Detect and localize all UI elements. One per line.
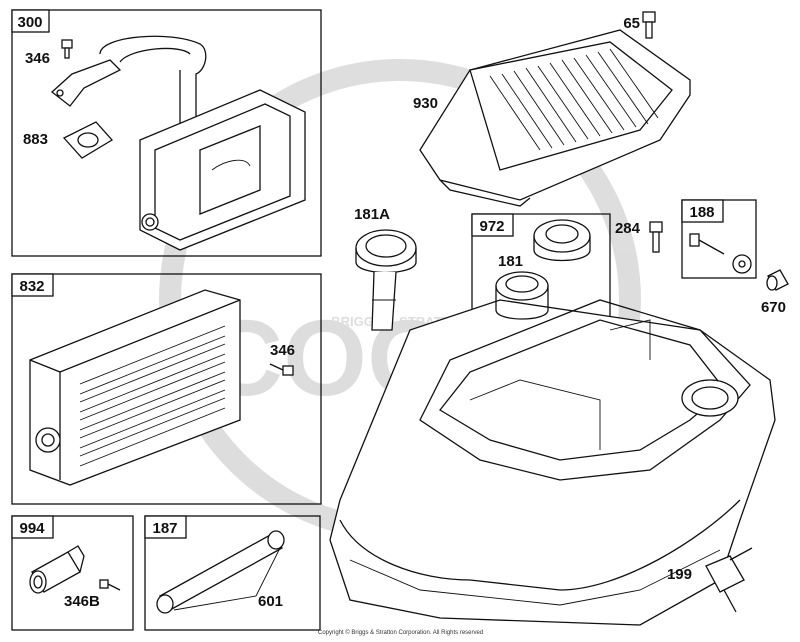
copyright-text: Copyright © Briggs & Stratton Corporatio… bbox=[318, 630, 484, 636]
callout-65: 65 bbox=[623, 15, 640, 32]
muffler-bracket bbox=[50, 59, 122, 107]
leader-601 bbox=[173, 547, 281, 611]
box-832-label: 832 bbox=[19, 278, 44, 295]
spark-arrester-994 bbox=[29, 545, 85, 594]
fuel-valve-199: 199 bbox=[667, 547, 753, 613]
box-187: 187 601 bbox=[144, 515, 321, 631]
callout-346-mid: 346 bbox=[270, 342, 295, 359]
callout-883: 883 bbox=[23, 131, 48, 148]
fuel-tank-shroud bbox=[329, 271, 776, 626]
muffler-guard bbox=[29, 289, 241, 486]
callout-284: 284 bbox=[615, 220, 641, 237]
box-832-guard: 832 346 bbox=[11, 273, 322, 505]
fuel-cap-181A: 181A bbox=[354, 206, 417, 331]
callout-181: 181 bbox=[498, 253, 523, 270]
callout-181A: 181A bbox=[354, 206, 390, 223]
box-300-muffler: 300 346 883 bbox=[11, 9, 322, 257]
box-972-label: 972 bbox=[479, 218, 504, 235]
box-188: 188 bbox=[681, 199, 757, 279]
exhaust-pipe bbox=[99, 35, 207, 160]
callout-346-top: 346 bbox=[25, 50, 50, 67]
box-188-label: 188 bbox=[689, 204, 714, 221]
muffler-body bbox=[139, 89, 306, 251]
fuel-line-187 bbox=[156, 530, 285, 614]
screw-346B bbox=[99, 579, 121, 591]
bolt-346-mid bbox=[269, 363, 294, 376]
fuel-cap-181 bbox=[533, 219, 591, 262]
callout-670: 670 bbox=[761, 299, 786, 316]
box-187-label: 187 bbox=[152, 520, 177, 537]
screw-284: 284 bbox=[615, 220, 663, 253]
spacer-670: 670 bbox=[761, 269, 789, 316]
bolt-346-top bbox=[61, 39, 73, 59]
callout-601: 601 bbox=[258, 593, 283, 610]
box-972: 972 181 bbox=[471, 213, 611, 316]
callout-346B: 346B bbox=[64, 593, 100, 610]
bolt-188 bbox=[689, 233, 725, 255]
screw-65: 65 bbox=[623, 11, 656, 39]
cover-930: 930 bbox=[413, 29, 691, 207]
box-994: 994 346B bbox=[11, 515, 134, 631]
box-300-label: 300 bbox=[17, 14, 42, 31]
gasket-883 bbox=[62, 121, 114, 159]
callout-199: 199 bbox=[667, 566, 692, 583]
box-994-label: 994 bbox=[19, 520, 45, 537]
callout-930: 930 bbox=[413, 95, 438, 112]
